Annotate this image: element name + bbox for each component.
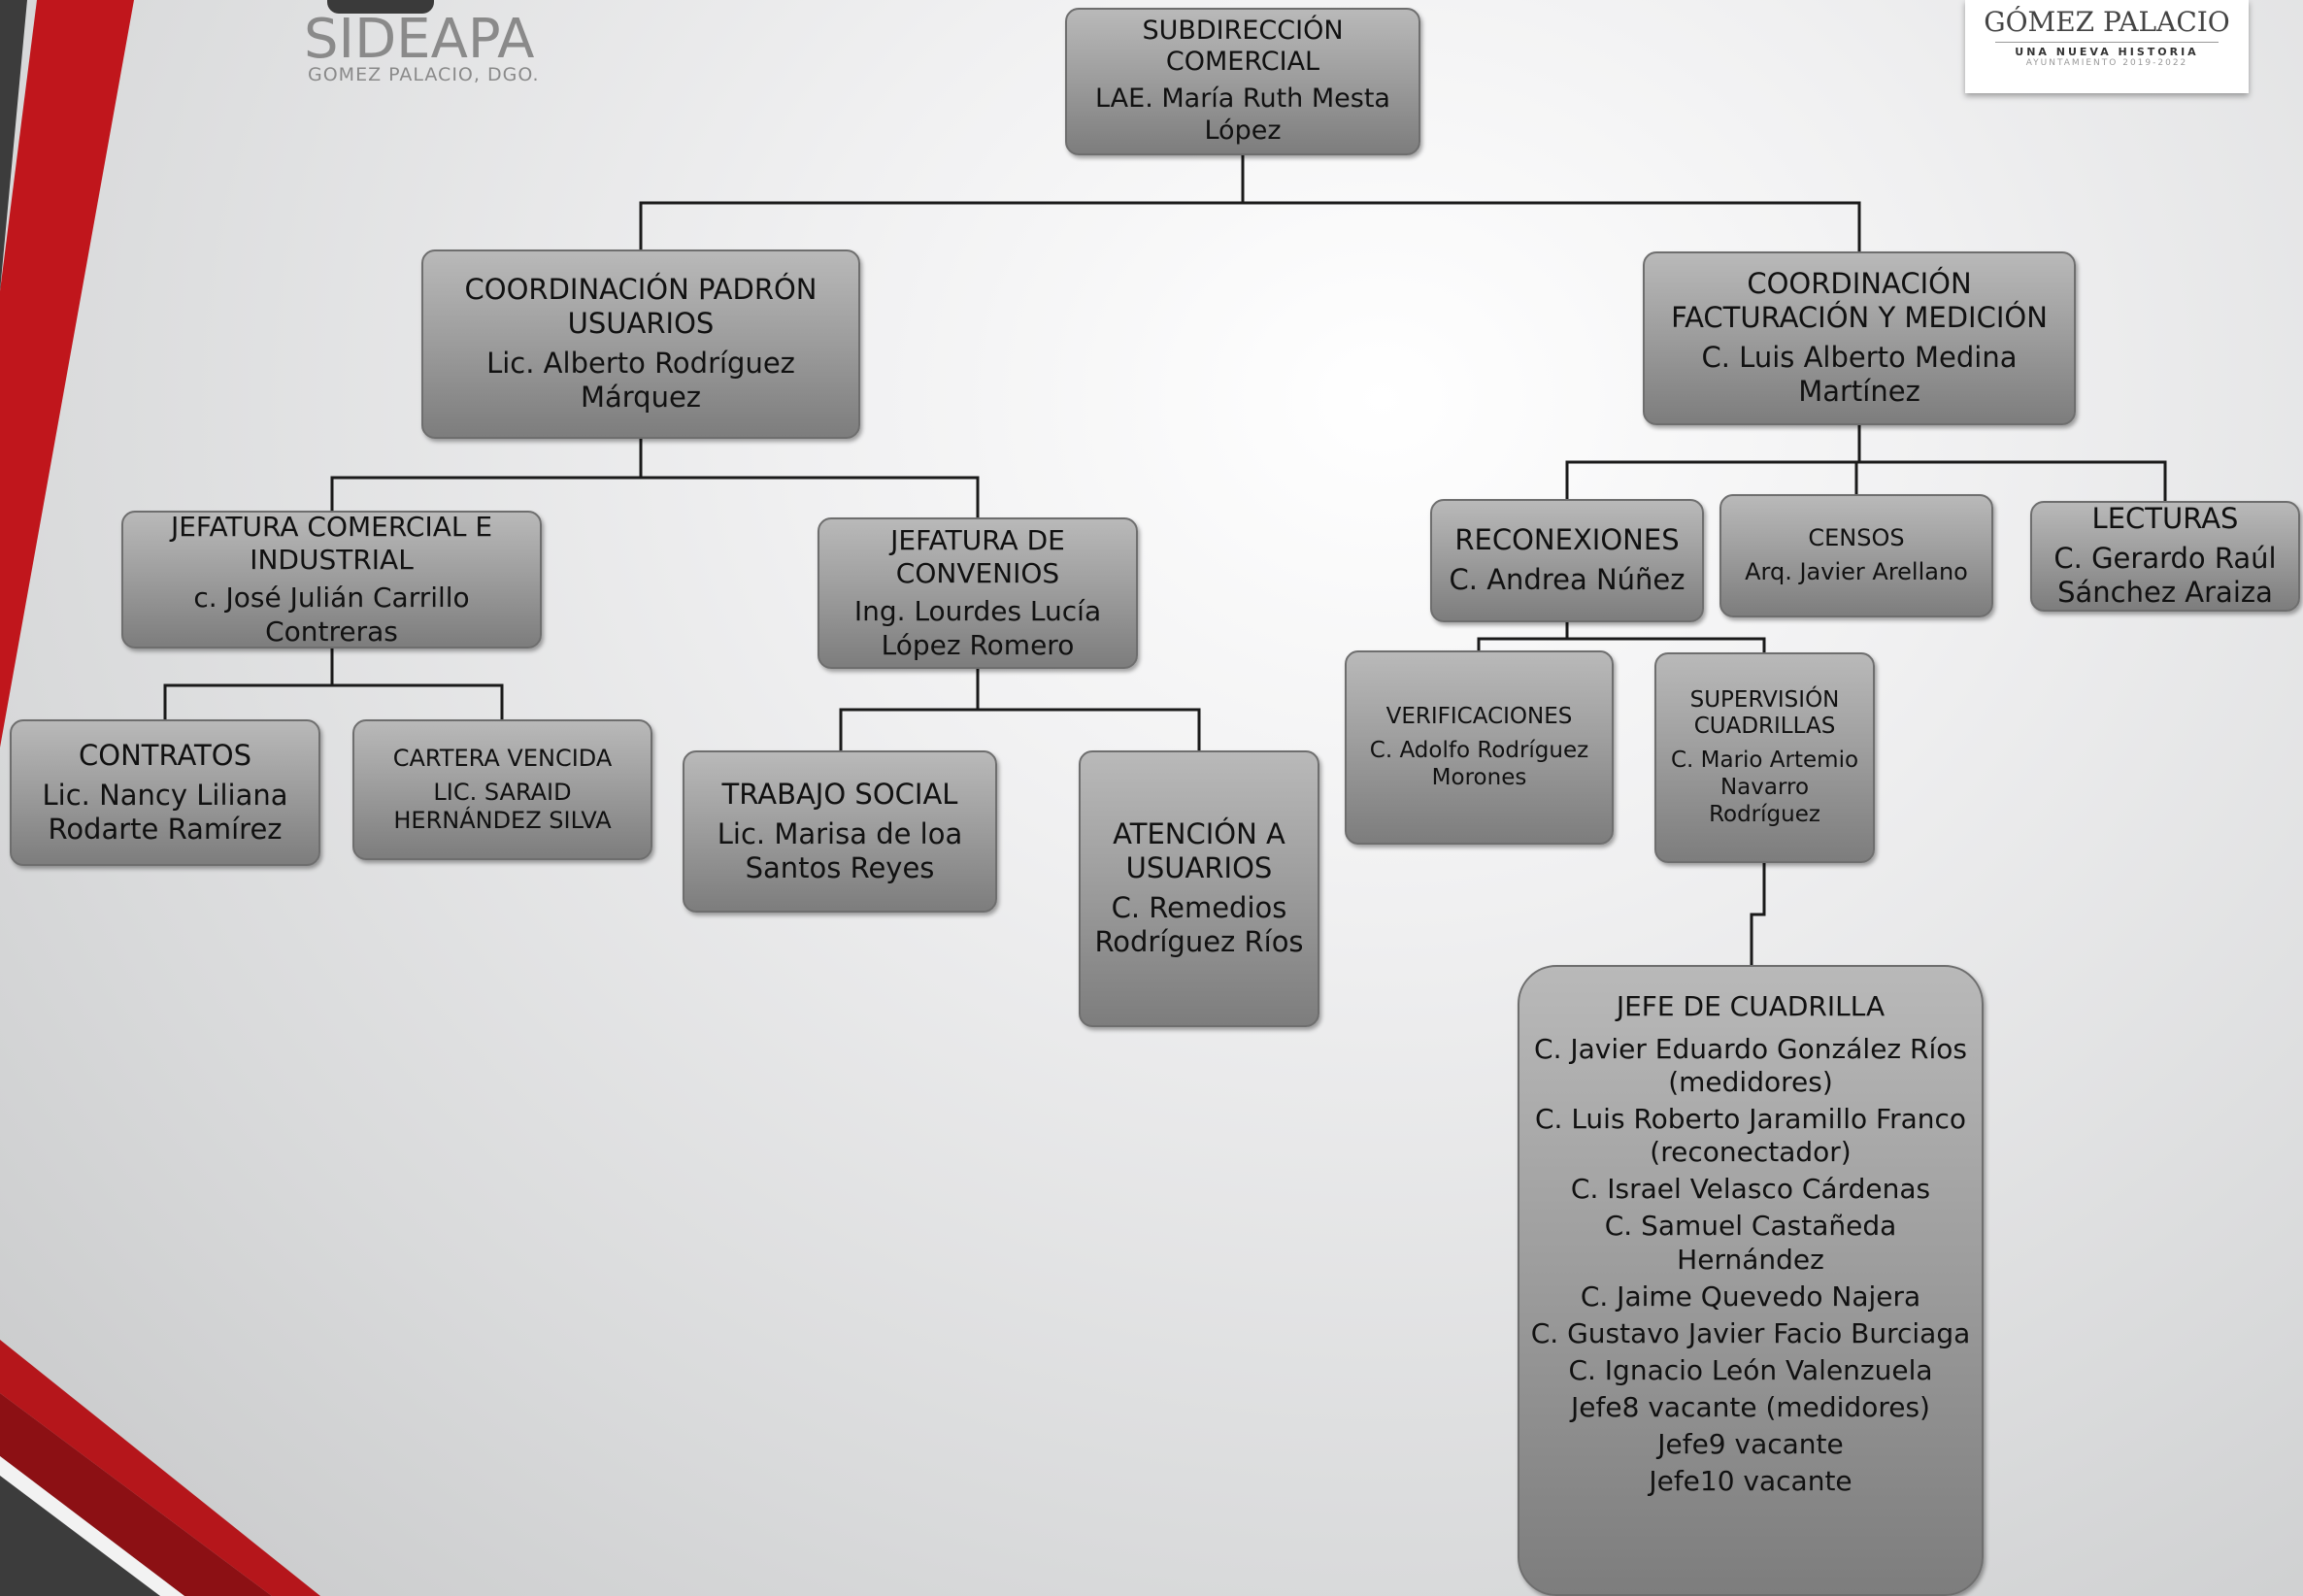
org-box-title: CENSOS	[1808, 524, 1905, 552]
sideapa-logo-mark	[327, 0, 434, 14]
sideapa-logo-city: GOMEZ PALACIO, DGO.	[308, 64, 540, 85]
org-box-coordinacion-facturacion: COORDINACIÓN FACTURACIÓN Y MEDICIÓN C. L…	[1643, 251, 2076, 425]
org-box-lecturas: LECTURAS C. Gerardo Raúl Sánchez Araiza	[2030, 501, 2300, 612]
org-box-person: c. José Julián Carrillo Contreras	[193, 582, 470, 648]
org-box-reconexiones: RECONEXIONES C. Andrea Núñez	[1430, 499, 1704, 622]
org-box-contratos: CONTRATOS Lic. Nancy Liliana Rodarte Ram…	[10, 719, 320, 866]
org-box-person: C. Adolfo Rodríguez Morones	[1369, 737, 1589, 790]
org-box-person: Ing. Lourdes Lucía López Romero	[853, 595, 1102, 661]
org-box-person: C. Mario Artemio Navarro Rodríguez	[1670, 748, 1859, 828]
left-red-stripe	[0, 0, 134, 748]
gomez-palacio-logo-name: GÓMEZ PALACIO	[1984, 6, 2230, 38]
org-box-person: Lic. Marisa de loa Santos Reyes	[717, 816, 963, 884]
gomez-palacio-logo: GÓMEZ PALACIO UNA NUEVA HISTORIA AYUNTAM…	[1965, 0, 2249, 93]
bottom-dark-band	[0, 1476, 160, 1596]
crew-member: C. Javier Eduardo González Ríos (medidor…	[1534, 1032, 1967, 1098]
org-box-trabajo-social: TRABAJO SOCIAL Lic. Marisa de loa Santos…	[683, 750, 997, 913]
connector-comercial-bar	[163, 683, 504, 719]
org-box-title: TRABAJO SOCIAL	[721, 777, 958, 811]
org-box-censos: CENSOS Arq. Javier Arellano	[1719, 494, 1993, 617]
org-box-jefatura-convenios: JEFATURA DE CONVENIOS Ing. Lourdes Lucía…	[818, 517, 1138, 669]
sideapa-logo: SIDEAPA GOMEZ PALACIO, DGO.	[296, 0, 553, 92]
org-box-title: JEFATURA COMERCIAL E INDUSTRIAL	[170, 511, 493, 576]
sideapa-logo-name: SIDEAPA	[304, 8, 535, 71]
org-box-coordinacion-padron: COORDINACIÓN PADRÓN USUARIOS Lic. Albert…	[421, 249, 860, 439]
org-box-person: Lic. Alberto Rodríguez Márquez	[486, 346, 795, 415]
org-box-person: Lic. Nancy Liliana Rodarte Ramírez	[42, 778, 288, 846]
logo-divider	[1995, 42, 2219, 43]
crew-member: C. Luis Roberto Jaramillo Franco (recone…	[1534, 1102, 1967, 1169]
org-box-title: VERIFICACIONES	[1385, 704, 1573, 730]
org-box-person: LIC. SARAID HERNÁNDEZ SILVA	[393, 778, 612, 834]
org-box-title: RECONEXIONES	[1454, 523, 1680, 557]
crew-member: C. Ignacio León Valenzuela	[1568, 1354, 1933, 1386]
org-box-title: SUPERVISIÓN CUADRILLAS	[1689, 686, 1840, 740]
connector-convenios-bar	[839, 708, 1201, 750]
org-box-title: SUBDIRECCIÓN COMERCIAL	[1142, 15, 1344, 78]
org-box-title: ATENCIÓN A USUARIOS	[1113, 817, 1285, 885]
org-box-person: C. Luis Alberto Medina Martínez	[1701, 340, 2018, 409]
crew-member: C. Samuel Castañeda Hernández	[1604, 1210, 1897, 1276]
org-box-cartera-vencida: CARTERA VENCIDA LIC. SARAID HERNÁNDEZ SI…	[352, 719, 652, 860]
bottom-white-line	[0, 1456, 184, 1596]
connector-reconexiones-bar	[1477, 637, 1766, 652]
org-box-person: Arq. Javier Arellano	[1745, 558, 1968, 586]
org-box-title: COORDINACIÓN PADRÓN USUARIOS	[464, 273, 818, 341]
left-dark-stripe	[0, 0, 27, 291]
bottom-red-band	[0, 1340, 320, 1596]
org-box-title: CARTERA VENCIDA	[392, 744, 613, 772]
connector-padron-bar	[330, 476, 980, 517]
org-box-jefe-cuadrilla: JEFE DE CUADRILLA C. Javier Eduardo Gonz…	[1518, 965, 1984, 1596]
org-box-atencion-usuarios: ATENCIÓN A USUARIOS C. Remedios Rodrígue…	[1079, 750, 1319, 1027]
org-box-verificaciones: VERIFICACIONES C. Adolfo Rodríguez Moron…	[1345, 650, 1614, 845]
crew-member: Jefe9 vacante	[1657, 1428, 1844, 1461]
org-box-supervision-cuadrillas: SUPERVISIÓN CUADRILLAS C. Mario Artemio …	[1654, 652, 1875, 863]
org-box-person: C. Remedios Rodríguez Ríos	[1094, 890, 1304, 959]
crew-member: Jefe10 vacante	[1649, 1465, 1852, 1498]
org-box-title: JEFE DE CUADRILLA	[1616, 990, 1886, 1022]
org-box-title: JEFATURA DE CONVENIOS	[890, 524, 1065, 589]
org-box-title: LECTURAS	[2091, 502, 2239, 536]
org-box-subdireccion: SUBDIRECCIÓN COMERCIAL LAE. María Ruth M…	[1065, 8, 1420, 155]
gomez-palacio-logo-tagline: UNA NUEVA HISTORIA	[2015, 46, 2199, 58]
org-box-jefatura-comercial: JEFATURA COMERCIAL E INDUSTRIAL c. José …	[121, 511, 542, 648]
org-box-title: COORDINACIÓN FACTURACIÓN Y MEDICIÓN	[1671, 267, 2048, 335]
org-box-person: LAE. María Ruth Mesta López	[1095, 83, 1390, 147]
org-box-person: C. Andrea Núñez	[1449, 563, 1686, 597]
org-box-person: C. Gerardo Raúl Sánchez Araiza	[2053, 542, 2277, 610]
org-box-title: CONTRATOS	[79, 738, 251, 772]
crew-member: Jefe8 vacante (medidores)	[1571, 1391, 1930, 1424]
crew-member: C. Gustavo Javier Facio Burciaga	[1530, 1316, 1971, 1349]
gomez-palacio-logo-subtitle: AYUNTAMIENTO 2019-2022	[2025, 58, 2188, 68]
bottom-dark-red-band	[0, 1393, 272, 1596]
crew-member: C. Jaime Quevedo Najera	[1580, 1280, 1921, 1313]
connector-coords-bar	[639, 201, 1861, 251]
connector-facturacion-bar	[1565, 460, 2167, 501]
crew-member: C. Israel Velasco Cárdenas	[1570, 1173, 1931, 1206]
connector-supervision-down	[1750, 863, 1766, 965]
